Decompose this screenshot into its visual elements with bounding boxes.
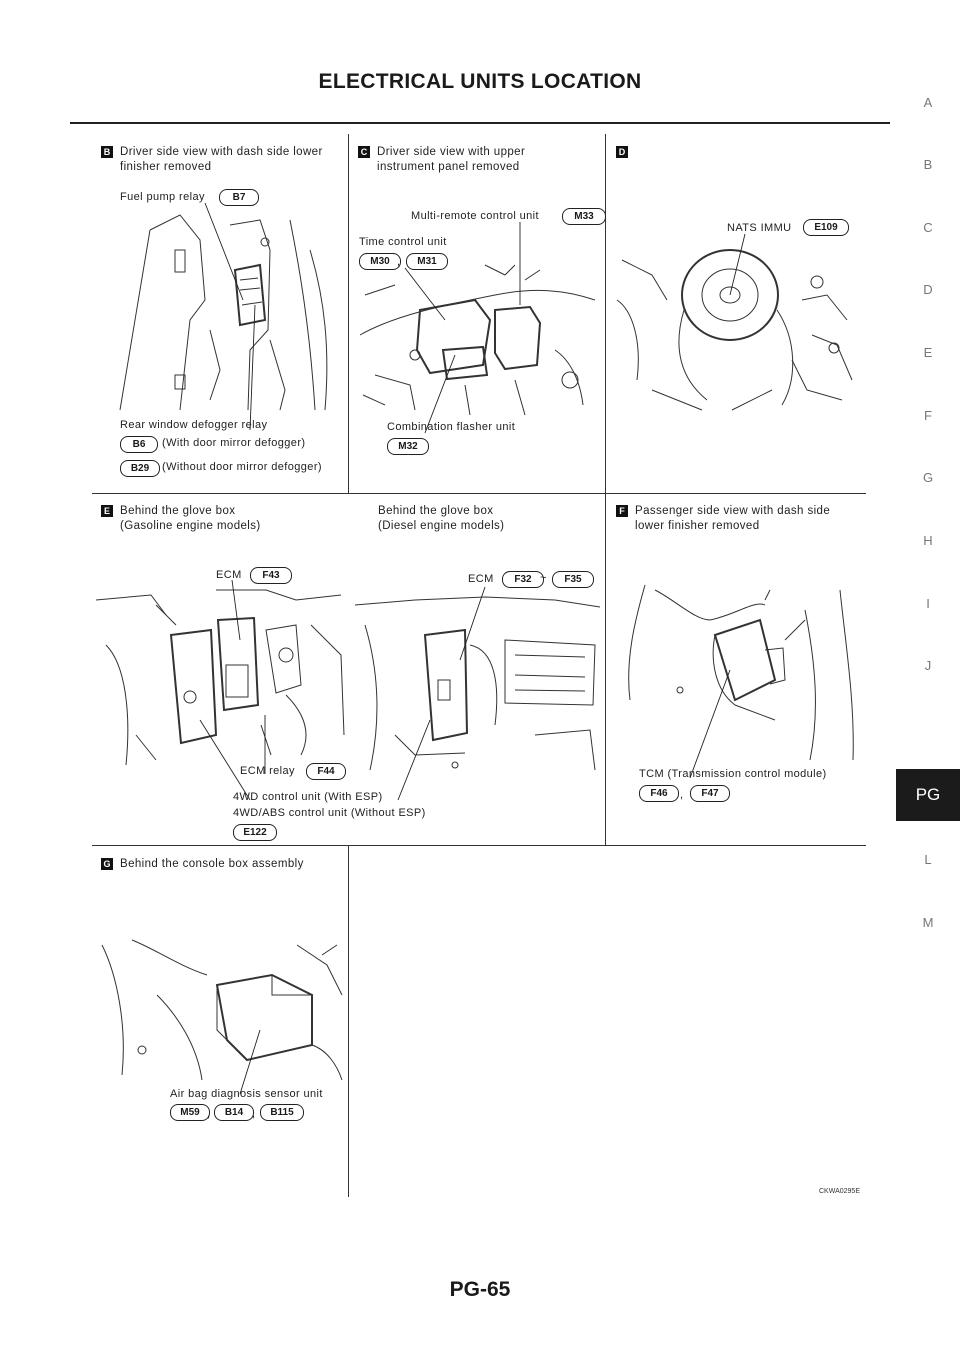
rear-defogger-relay-label: Rear window defogger relay [120,419,268,431]
panel-g-illustration [101,939,343,1081]
connector-b115: B115 [260,1104,304,1121]
ecm-label-gasoline: ECM [216,569,242,581]
multi-remote-label: Multi-remote control unit [411,210,539,222]
panel-e-caption2-line2: (Diesel engine models) [378,520,505,532]
combination-flasher-label: Combination flasher unit [387,421,516,433]
grid-col-divider-1a [348,134,349,493]
panel-d-illustration [616,249,853,411]
panel-e-caption2-line1: Behind the glove box [378,505,494,517]
panel-b-badge: B [101,146,113,158]
b6-note: (With door mirror defogger) [162,437,306,449]
connector-b6: B6 [120,436,158,453]
nats-immu-label: NATS IMMU [727,222,792,234]
panel-e-caption: Behind the glove box (Gasoline engine mo… [120,504,261,534]
connector-f32: F32 [502,571,544,588]
connector-m32: M32 [387,438,429,455]
separator-m30-m31: , [397,256,401,268]
figure-code: CKWA0295E [819,1188,860,1195]
section-tabs: A B C D E F G H I J PG L M [896,0,960,1358]
b29-note: (Without door mirror defogger) [162,461,322,473]
tab-d[interactable]: D [923,282,933,297]
connector-b29: B29 [120,460,160,477]
panel-b-caption: Driver side view with dash side lower fi… [120,145,323,175]
panel-e-caption-line1: Behind the glove box [120,505,236,517]
connector-b14: B14 [214,1104,254,1121]
connector-b7: B7 [219,189,259,206]
panel-b-caption-line2: finisher removed [120,161,212,173]
panel-e-caption-line2: (Gasoline engine models) [120,520,261,532]
airbag-sensor-label: Air bag diagnosis sensor unit [170,1088,323,1100]
panel-b-illustration [119,214,328,411]
tab-h[interactable]: H [923,533,933,548]
panel-c-caption-line1: Driver side view with upper [377,146,526,158]
connector-f44: F44 [306,763,346,780]
panel-e-caption-diesel: Behind the glove box (Diesel engine mode… [378,504,504,534]
panel-c-badge: C [358,146,370,158]
panel-f-caption-line2: lower finisher removed [635,520,760,532]
tab-g[interactable]: G [922,470,934,485]
grid-col-divider-2b [605,493,606,845]
panel-f-badge: F [616,505,628,517]
connector-f47: F47 [690,785,730,802]
ecm-relay-label: ECM relay [240,765,295,777]
panel-c-illustration [359,264,596,416]
separator-b14-b115: , [252,1108,256,1120]
panel-d-badge: D [616,146,628,158]
tab-f[interactable]: F [924,408,932,423]
grid-col-divider-2a [605,134,606,493]
ecm-label-diesel: ECM [468,573,494,585]
panel-f-illustration [628,584,854,761]
panel-f-caption-line1: Passenger side view with dash side [635,505,831,517]
fourwd-control-label: 4WD control unit (With ESP) [233,791,383,803]
panel-e-badge: E [101,505,113,517]
grid-row-divider-1 [92,493,866,494]
panel-c-caption-line2: instrument panel removed [377,161,520,173]
tab-e[interactable]: E [923,345,933,360]
tab-a[interactable]: A [923,95,933,110]
panel-g-badge: G [101,858,113,870]
connector-f46: F46 [639,785,679,802]
connector-m30: M30 [359,253,401,270]
grid-row-divider-2 [92,845,866,846]
connector-e122: E122 [233,824,277,841]
connector-e109: E109 [803,219,849,236]
page-number: PG-65 [449,1278,511,1301]
panel-e-gasoline-illustration [96,589,345,766]
tab-i[interactable]: I [926,596,930,611]
time-control-label: Time control unit [359,236,447,248]
tab-c[interactable]: C [923,220,933,235]
panel-e-diesel-illustration [355,596,601,771]
title-rule [70,122,890,124]
panel-f-caption: Passenger side view with dash side lower… [635,504,830,534]
tab-b[interactable]: B [923,157,933,172]
fourwd-abs-control-label: 4WD/ABS control unit (Without ESP) [233,807,426,819]
range-tilde: ~ [540,572,547,584]
panel-b-caption-line1: Driver side view with dash side lower [120,146,323,158]
tab-l[interactable]: L [924,852,932,867]
tab-pg[interactable]: PG [896,769,960,821]
connector-f43: F43 [250,567,292,584]
connector-m59: M59 [170,1104,210,1121]
panel-c-caption: Driver side view with upper instrument p… [377,145,525,175]
page-title: ELECTRICAL UNITS LOCATION [318,70,642,93]
panel-g-caption: Behind the console box assembly [120,857,304,872]
fuel-pump-relay-label: Fuel pump relay [120,191,205,203]
separator-f46-f47: , [680,789,684,801]
tcm-label: TCM (Transmission control module) [639,768,827,780]
tab-m[interactable]: M [922,915,934,930]
separator-m59-b14: , [207,1108,211,1120]
connector-f35: F35 [552,571,594,588]
grid-col-divider-1c [348,845,349,1197]
connector-m33: M33 [562,208,606,225]
tab-j[interactable]: J [924,658,932,673]
panel-g-caption-line1: Behind the console box assembly [120,858,304,870]
